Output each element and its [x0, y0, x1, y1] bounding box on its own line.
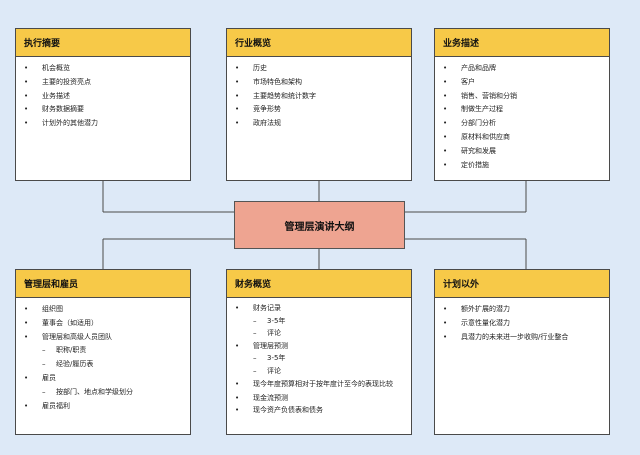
item-list: •机会概览 •主要的投资亮点 •业务描述 •财务数据摘要 •计划外的其他潜力 — [16, 57, 190, 131]
list-item: •业务描述 — [24, 91, 70, 100]
list-item: •组织图 — [24, 305, 63, 313]
list-item: •机会概览 — [24, 64, 70, 72]
list-item: •管理层预测 — [235, 341, 288, 350]
list-item: •销售、营销和分销 — [443, 91, 517, 100]
list-item: •定价措施 — [443, 160, 489, 169]
box-title: 财务概览 — [227, 270, 411, 298]
list-item: •财务记录 — [235, 304, 281, 312]
item-list: •历史 •市场特色和架构 •主要趋势和统计数字 •竞争形势 •政府法规 — [227, 57, 411, 131]
list-item: •研究和发展 — [443, 146, 496, 155]
item-list: •财务记录 –3-5年 –评论 •管理层预测 –3-5年 –评论 •现今年度预算… — [227, 298, 411, 417]
item-list: •额外扩展的潜力 •示意性量化潜力 •具潜力的未来进一步收购/行业整合 — [435, 298, 609, 344]
list-item: •现今资产负债表和债务 — [235, 406, 323, 415]
item-list: •组织图 •董事会（如适用） •管理层和高级人员团队 –职称/职责 –经验/履历… — [16, 298, 190, 413]
item-list: •产品和品牌 •客户 •销售、营销和分销 •制做生产过程 •分部门分析 •原材料… — [435, 57, 609, 172]
list-item: •竞争形势 — [235, 105, 281, 114]
sub-list-item: –评论 — [253, 329, 281, 338]
list-item: •政府法规 — [235, 119, 281, 128]
box-title: 管理层和雇员 — [16, 270, 190, 298]
box-industry: 行业概览 •历史 •市场特色和架构 •主要趋势和统计数字 •竞争形势 •政府法规 — [226, 28, 412, 181]
list-item: •制做生产过程 — [443, 105, 503, 114]
list-item: •现今年度预算相对于按年度计至今的表现比较 — [235, 379, 393, 388]
list-item: •客户 — [443, 77, 475, 86]
sub-list-item: –经验/履历表 — [42, 360, 94, 369]
box-title: 执行摘要 — [16, 29, 190, 57]
list-item: •原材料和供应商 — [443, 132, 510, 141]
sub-list-item: –3-5年 — [253, 316, 286, 325]
list-item: •董事会（如适用） — [24, 318, 98, 327]
center-title-box: 管理层演讲大纲 — [234, 201, 405, 249]
box-title: 业务描述 — [435, 29, 609, 57]
list-item: •雇员 — [24, 373, 56, 382]
list-item: •市场特色和架构 — [235, 77, 302, 86]
box-financial: 财务概览 •财务记录 –3-5年 –评论 •管理层预测 –3-5年 –评论 •现… — [226, 269, 412, 435]
center-title: 管理层演讲大纲 — [284, 221, 355, 233]
list-item: •产品和品牌 — [443, 64, 496, 72]
list-item: •历史 — [235, 64, 267, 72]
list-item: •具潜力的未来进一步收购/行业整合 — [443, 332, 569, 341]
list-item: •计划外的其他潜力 — [24, 119, 98, 128]
list-item: •额外扩展的潜力 — [443, 305, 510, 313]
list-item: •财务数据摘要 — [24, 105, 84, 114]
box-title: 计划以外 — [435, 270, 609, 298]
sub-list-item: –按部门、地点和学级划分 — [42, 387, 133, 396]
sub-list-item: –评论 — [253, 366, 281, 375]
list-item: •管理层和高级人员团队 — [24, 332, 112, 341]
list-item: •主要趋势和统计数字 — [235, 91, 316, 100]
sub-list-item: –3-5年 — [253, 354, 286, 363]
sub-list-item: –职称/职责 — [42, 346, 87, 355]
box-title: 行业概览 — [227, 29, 411, 57]
list-item: •现金流预测 — [235, 393, 288, 402]
list-item: •雇员福利 — [24, 401, 70, 410]
list-item: •分部门分析 — [443, 119, 496, 128]
box-exec-summary: 执行摘要 •机会概览 •主要的投资亮点 •业务描述 •财务数据摘要 •计划外的其… — [15, 28, 191, 181]
box-beyond: 计划以外 •额外扩展的潜力 •示意性量化潜力 •具潜力的未来进一步收购/行业整合 — [434, 269, 610, 435]
box-business: 业务描述 •产品和品牌 •客户 •销售、营销和分销 •制做生产过程 •分部门分析… — [434, 28, 610, 181]
box-management: 管理层和雇员 •组织图 •董事会（如适用） •管理层和高级人员团队 –职称/职责… — [15, 269, 191, 435]
list-item: •主要的投资亮点 — [24, 77, 91, 86]
list-item: •示意性量化潜力 — [443, 318, 510, 327]
